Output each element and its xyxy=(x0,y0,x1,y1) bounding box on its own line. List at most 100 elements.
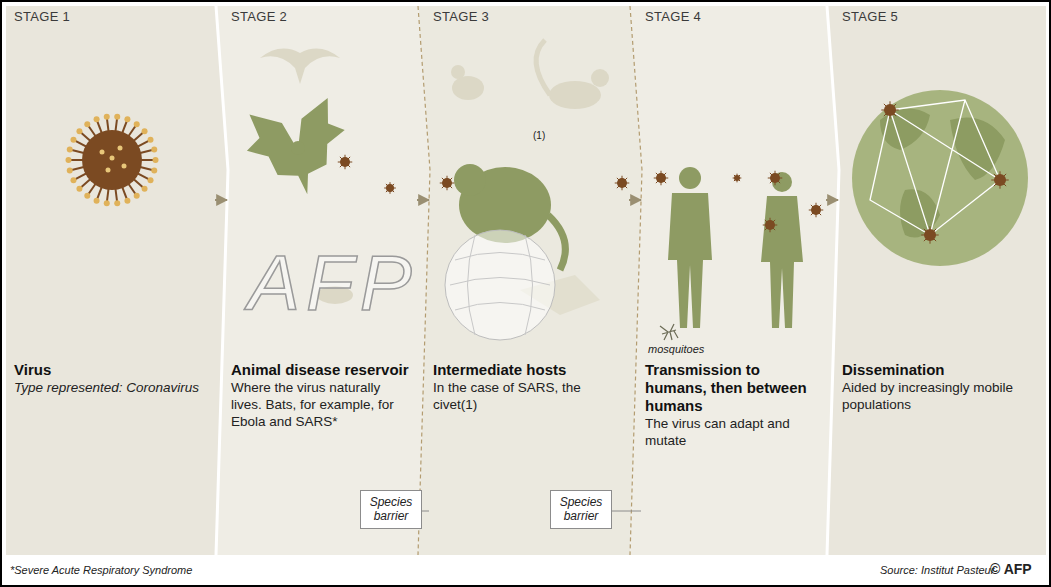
virus-spike-tip xyxy=(67,167,73,173)
stage-panel: STAGE 1 VirusType represented: Coronaviru… xyxy=(10,6,215,555)
virus-spike-tip xyxy=(94,198,100,204)
stage-heading: Transmission to humans, then between hum… xyxy=(645,361,820,415)
virus-core xyxy=(340,157,350,167)
virus-spike-tip xyxy=(114,114,120,120)
text-block: Transmission to humans, then between hum… xyxy=(645,361,820,450)
virus-spike-tip xyxy=(148,177,154,183)
human-body xyxy=(668,193,712,328)
virus-symbol xyxy=(921,226,938,243)
virus-spike-tip xyxy=(94,116,100,122)
virus-core xyxy=(765,220,775,230)
text-block: VirusType represented: Coronavirus xyxy=(14,361,209,397)
virus-spike-tip xyxy=(151,167,157,173)
virus-spike-tip xyxy=(124,198,130,204)
virus-dot xyxy=(106,168,111,173)
virus-spike-tip xyxy=(153,157,159,163)
panel-background xyxy=(827,6,1046,555)
virus-core xyxy=(734,175,740,181)
virus-symbol xyxy=(991,171,1008,188)
stage-description: Where the virus naturally lives. Bats, f… xyxy=(231,380,411,431)
chevron-boundary xyxy=(418,6,430,555)
virus-symbol xyxy=(338,155,353,170)
virus-spike-tip xyxy=(84,121,90,127)
virus-symbol xyxy=(733,174,742,183)
stage-description: Aided by increasingly mobile populations xyxy=(842,380,1035,414)
virus-spike-tip xyxy=(104,200,110,206)
virus-core xyxy=(656,173,666,183)
watermark-ball-lines xyxy=(450,235,550,335)
stage-panel: STAGE 4 Transmission to humans, then betw… xyxy=(641,6,826,555)
virus-core xyxy=(82,130,142,190)
panel-background xyxy=(6,6,228,555)
chevron-boundary xyxy=(827,6,839,555)
chevron-boundary xyxy=(216,6,228,555)
panel-backgrounds xyxy=(6,6,1046,555)
monkey-head xyxy=(591,69,609,87)
virus-spike-tip xyxy=(104,114,110,120)
watermark: AFP xyxy=(248,238,418,329)
virus-core xyxy=(884,104,896,116)
barrier-label: Species barrier xyxy=(364,495,418,524)
virus-spike-tip xyxy=(84,193,90,199)
flow-arrow xyxy=(215,199,227,201)
stage-label: STAGE 1 xyxy=(14,9,70,24)
virus-core xyxy=(386,184,394,192)
animal-label: mosquitoes xyxy=(648,343,704,355)
virus-core xyxy=(442,178,452,188)
virus-spike-tip xyxy=(124,116,130,122)
travel-lines xyxy=(870,100,1000,235)
stage-label: STAGE 3 xyxy=(433,9,489,24)
monkey-silhouette xyxy=(549,81,601,109)
text-block: DisseminationAided by increasingly mobil… xyxy=(842,361,1035,414)
virus-symbols xyxy=(66,101,1009,243)
stage-heading: Animal disease reservoir xyxy=(231,361,411,379)
stage-label: STAGE 2 xyxy=(231,9,287,24)
virus-symbol xyxy=(654,171,669,186)
text-block: Intermediate hostsIn the case of SARS, t… xyxy=(433,361,623,414)
virus-spike-tip xyxy=(142,186,148,192)
flow-arrow xyxy=(629,199,641,201)
callout-number: (1) xyxy=(533,130,545,141)
virus-spike-tip xyxy=(114,200,120,206)
virus-spike-tip xyxy=(70,177,76,183)
virus-dot xyxy=(110,156,115,161)
virus-spike-tip xyxy=(134,193,140,199)
virus-spike-tip xyxy=(142,128,148,134)
species-barrier-box: Species barrier xyxy=(550,490,612,529)
virus-spike-tip xyxy=(67,147,73,153)
civet-head xyxy=(454,164,486,196)
virus-symbol xyxy=(768,171,783,186)
virus-symbol xyxy=(881,101,898,118)
monkey-tail xyxy=(536,40,550,95)
virus-spike-tip xyxy=(70,137,76,143)
virus-spike-tip xyxy=(76,186,82,192)
virus-symbol xyxy=(66,114,159,206)
globe xyxy=(852,90,1028,266)
stage-heading: Dissemination xyxy=(842,361,1035,379)
virus-symbol xyxy=(440,176,455,191)
stage-label: STAGE 4 xyxy=(645,9,701,24)
source-note: Source: Institut Pasteur xyxy=(880,564,994,576)
flow-arrow xyxy=(417,199,429,201)
virus-core xyxy=(994,174,1006,186)
virus-spike-tip xyxy=(66,157,72,163)
stage-description: In the case of SARS, the civet(1) xyxy=(433,380,623,414)
mosquito-symbol xyxy=(660,324,678,340)
virus-dot xyxy=(100,150,105,155)
text-block: Animal disease reservoirWhere the virus … xyxy=(231,361,411,431)
stage-panel: STAGE 5DisseminationAided by increasingl… xyxy=(838,6,1041,555)
virus-symbol xyxy=(615,176,630,191)
virus-dot xyxy=(118,146,123,151)
virus-symbol xyxy=(763,218,778,233)
watermark-ball xyxy=(445,230,555,340)
human-head xyxy=(679,167,701,189)
virus-spike-tip xyxy=(76,128,82,134)
bat-head xyxy=(291,141,305,155)
chicken-silhouette xyxy=(452,76,484,100)
flow-arrow xyxy=(826,199,838,201)
virus-symbol xyxy=(384,182,396,194)
copyright: © AFP xyxy=(990,561,1032,577)
